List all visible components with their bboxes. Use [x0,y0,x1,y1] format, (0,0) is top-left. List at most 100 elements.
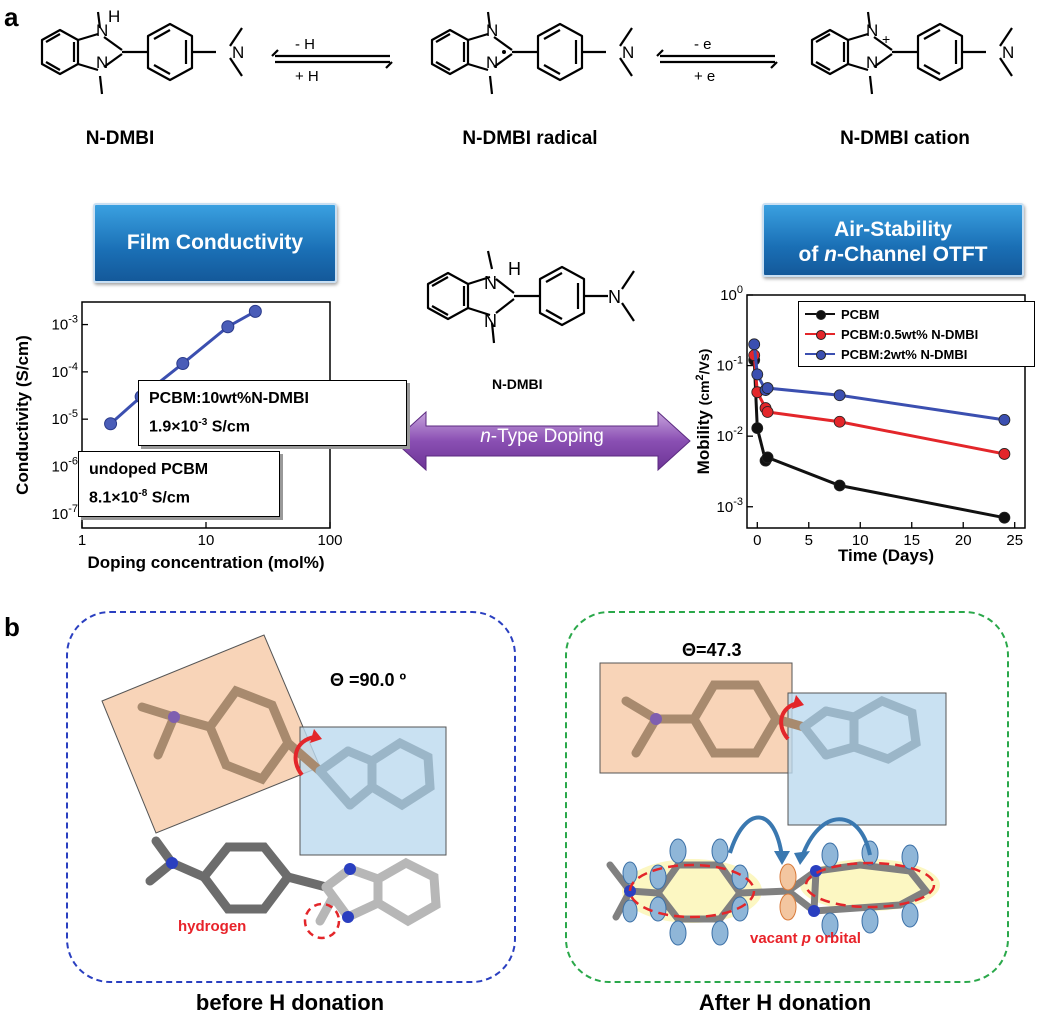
conductivity-xtick-label: 1 [78,532,86,549]
mobility-legend: PCBM PCBM:0.5wt% N-DMBI PCBM:2wt% N-DMBI [798,301,1035,367]
svg-text:10-2: 10-2 [717,425,743,445]
panel-b-letter: b [4,612,20,642]
svg-text:H: H [508,259,521,279]
mobility-xtick-label: 15 [903,532,920,549]
mobility-xtick-label: 20 [955,532,972,549]
doped-callout-line1: PCBM:10wt%N-DMBI [149,390,309,407]
mobility-xtick-label: 10 [852,532,869,549]
svg-text:N: N [484,273,497,293]
film-conductivity-banner-text: Film Conductivity [126,231,304,254]
molecule-2-label: N-DMBI radical [462,128,598,149]
mobility-point-series-1 [998,448,1011,460]
air-stability-banner-line1: Air-Stability [834,218,952,241]
svg-text:N: N [96,53,108,72]
mobility-xtick-label: 5 [805,532,813,549]
reaction1-forward-label: - H [295,36,315,53]
mobility-plot-frame [746,294,1026,529]
legend-swatch-pcbm [805,310,835,320]
svg-text:N: N [96,21,108,40]
conductivity-ytick-label: 10-3 [52,314,78,334]
mobility-point-series-2 [748,338,761,351]
doped-callout: PCBM:10wt%N-DMBI 1.9×10-3 S/cm [138,380,407,447]
caption-after: After H donation [698,990,872,1015]
conductivity-point [221,320,235,334]
mobility-point-series-0 [833,479,846,492]
conductivity-ytick-label: 10-6 [52,455,78,475]
conductivity-ytick-label: 10-5 [52,408,78,428]
left-theta-label: Θ =90.0 º [330,670,407,690]
mobility-ytick-label: 10-2 [717,425,743,445]
mobility-ytick-label: 10-3 [717,496,743,516]
mobility-series-line-0 [752,359,1005,520]
svg-text:N: N [866,21,878,40]
caption-before: before H donation [195,990,385,1015]
mobility-ytick-label: 100 [720,284,743,304]
conductivity-xtick-label: 10 [198,532,215,549]
svg-text:N: N [1002,43,1014,62]
svg-text:Mobility (cm2/Vs): Mobility (cm2/Vs) [694,349,713,475]
undoped-callout-line2: 8.1×10-8 S/cm [89,488,190,507]
mobility-point-series-2 [998,414,1011,426]
legend-item-pcbm: PCBM [805,304,1028,324]
svg-text:N: N [484,311,497,331]
after-donation-model [599,662,947,946]
svg-text:10-4: 10-4 [52,361,78,381]
conductivity-xlabel: Doping concentration (mol%) [87,553,324,572]
mobility-point-series-0 [751,422,764,435]
doping-double-arrow [393,410,691,472]
svg-text:10-3: 10-3 [717,496,743,516]
film-conductivity-banner: Film Conductivity [93,203,337,283]
conductivity-point [176,357,190,371]
conductivity-ytick-label: 10-7 [52,503,78,523]
svg-text:10-5: 10-5 [52,408,78,428]
legend-item-2wt: PCBM:2wt% N-DMBI [805,344,1028,364]
conductivity-point [104,417,118,431]
svg-text:10-6: 10-6 [52,455,78,475]
svg-text:N: N [622,43,634,62]
mobility-xtick-label: 25 [1006,532,1023,549]
mobility-point-series-2 [751,368,764,381]
reaction2-backward-label: + e [694,68,716,85]
air-stability-banner-line2: of n-Channel OTFT [798,243,988,266]
svg-text:N: N [232,43,244,62]
reaction2-forward-label: - e [694,36,712,53]
after-h-donation-box [565,611,1009,983]
conductivity-xtick-label: 100 [317,532,342,549]
panel-a-letter: a [4,2,19,32]
svg-text:+: + [882,31,890,47]
mobility-point-series-1 [833,415,846,428]
svg-text:10-7: 10-7 [52,503,78,523]
vacant-orbital-label: vacant p orbital [750,930,861,947]
hydrogen-label: hydrogen [178,918,247,935]
undoped-callout-line1: undoped PCBM [89,461,209,478]
svg-text:N: N [486,21,498,40]
svg-text:N: N [866,53,878,72]
mobility-point-series-2 [833,389,846,402]
svg-text:N: N [486,53,498,72]
molecule-1-label: N-DMBI [85,128,155,149]
molecule-3-label: N-DMBI cation [840,128,970,149]
mobility-ytick-label: 10-1 [717,355,743,375]
mobility-point-series-1 [761,406,774,418]
mobility-point-series-0 [761,451,774,464]
svg-text:10-1: 10-1 [717,355,743,375]
svg-text:N: N [608,287,621,307]
doping-arrow-label: n-Type Doping [480,426,604,447]
mobility-point-series-2 [761,382,774,394]
legend-item-05wt: PCBM:0.5wt% N-DMBI [805,324,1028,344]
conductivity-ytick-label: 10-4 [52,361,78,381]
center-ndmbi-label: N-DMBI [492,376,543,392]
mobility-xlabel: Time (Days) [838,546,934,565]
svg-text:10-3: 10-3 [52,314,78,334]
svg-text:100: 100 [720,284,743,304]
conductivity-ylabel: Conductivity (S/cm) [13,335,32,495]
svg-text:H: H [108,7,120,26]
legend-swatch-2wt [805,350,835,360]
reaction1-backward-label: + H [295,68,319,85]
undoped-callout: undoped PCBM 8.1×10-8 S/cm [78,451,280,518]
doped-callout-line2: 1.9×10-3 S/cm [149,417,250,436]
